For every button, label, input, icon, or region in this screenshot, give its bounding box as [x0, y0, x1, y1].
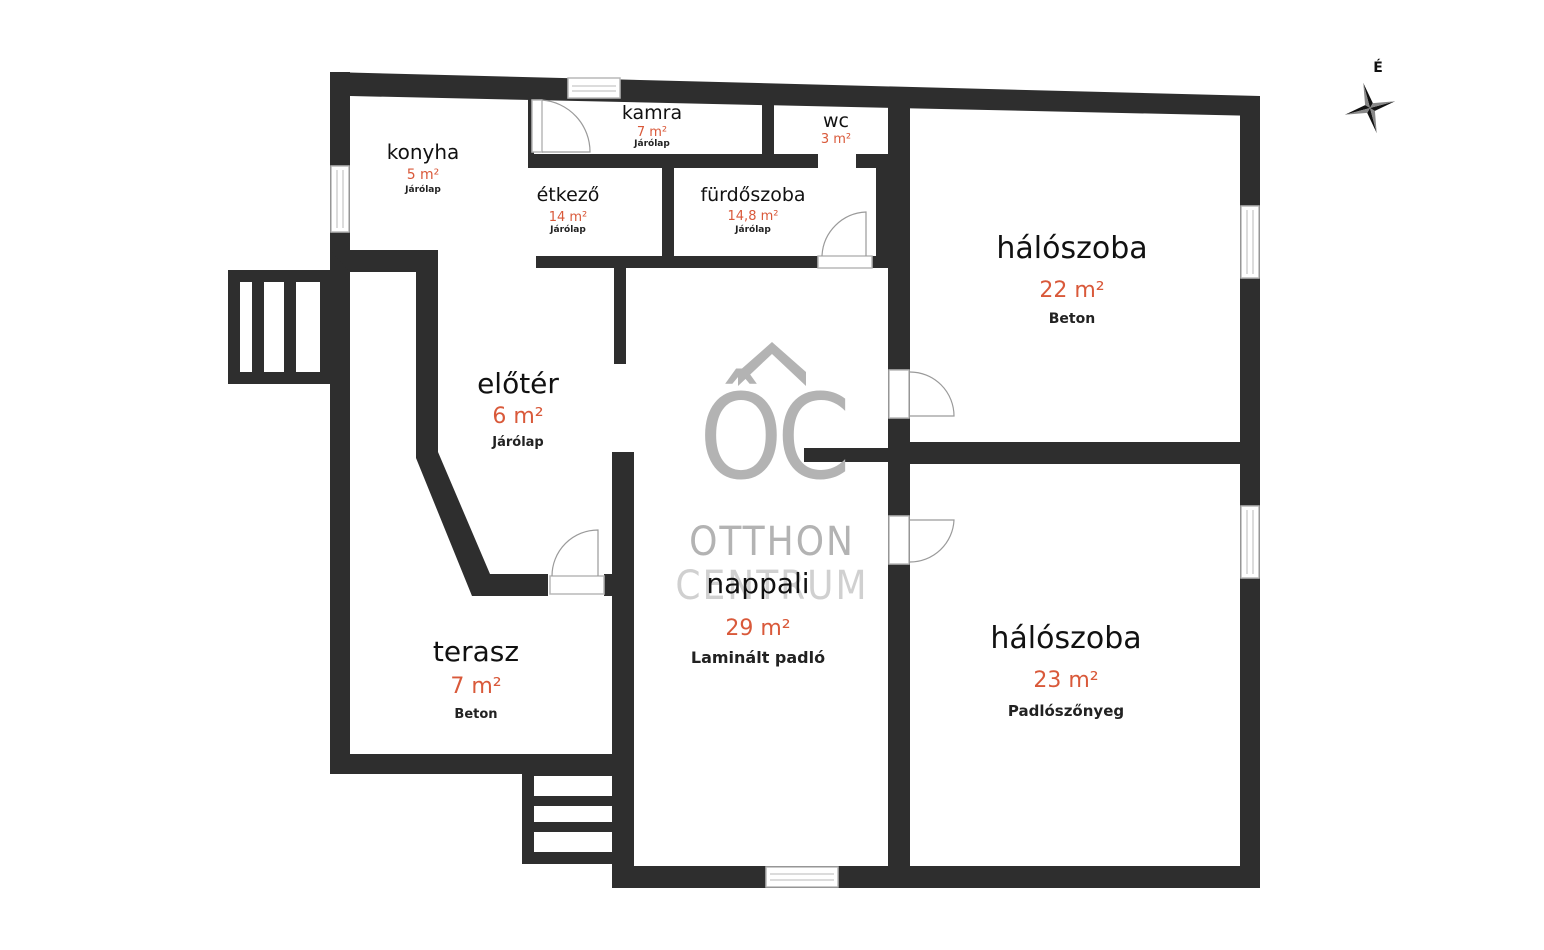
stairs-south: [522, 772, 614, 864]
room-name: kamra: [621, 102, 683, 124]
room-wc: wc 3 m²: [820, 110, 852, 147]
room-etkezo: étkező 14 m² Járólap: [537, 186, 600, 235]
room-eloter: előtér 6 m² Járólap: [477, 367, 559, 450]
room-name: hálószoba: [996, 231, 1148, 266]
room-name: konyha: [386, 140, 460, 164]
room-area: 14,8 m²: [727, 209, 779, 224]
room-furdoszoba: fürdőszoba 14,8 m² Járólap: [700, 186, 805, 235]
room-area: 7 m²: [636, 125, 668, 140]
watermark-roof-icon: [738, 342, 806, 386]
room-kamra: kamra 7 m² Járólap: [622, 104, 682, 149]
room-konyha: konyha 5 m² Járólap: [387, 142, 460, 195]
stairs-west: [228, 270, 332, 384]
room-area: 23 m²: [1033, 668, 1099, 693]
room-haloszoba-north: hálószoba 22 m² Beton: [996, 231, 1148, 327]
compass-rose-icon: [1344, 82, 1396, 134]
room-haloszoba-south: hálószoba 23 m² Padlószőnyeg: [990, 624, 1141, 719]
room-floor: Beton: [454, 707, 498, 722]
room-floor: Járólap: [634, 139, 670, 149]
room-area: 29 m²: [725, 616, 791, 641]
room-floor: Járólap: [735, 225, 771, 235]
room-floor: Padlószőnyeg: [1007, 702, 1125, 720]
room-name: wc: [823, 110, 849, 132]
room-area: 7 m²: [450, 674, 502, 699]
watermark-line2: CENTRUM: [675, 563, 869, 609]
room-floor: Beton: [1048, 311, 1096, 327]
room-floor: Laminált padló: [690, 648, 826, 667]
room-terasz: terasz 7 m² Beton: [432, 635, 520, 722]
compass-north-label: É: [1373, 60, 1383, 76]
doors: [531, 99, 955, 595]
watermark-logo: ÔC: [699, 368, 851, 506]
room-name: terasz: [432, 635, 520, 668]
room-name: hálószoba: [990, 621, 1142, 656]
room-floor: Járólap: [550, 225, 586, 235]
room-name: fürdőszoba: [700, 184, 806, 206]
room-area: 5 m²: [406, 167, 440, 183]
room-nappali: nappali 29 m² Laminált padló: [691, 570, 825, 666]
room-name: előtér: [477, 367, 559, 400]
room-floor: Járólap: [405, 185, 441, 195]
watermark-line1: OTTHON: [689, 519, 855, 565]
room-area: 6 m²: [492, 404, 544, 429]
walls: [330, 72, 1260, 888]
room-area: 22 m²: [1039, 278, 1105, 303]
room-name: étkező: [536, 184, 600, 206]
room-area: 14 m²: [548, 210, 588, 225]
room-area: 3 m²: [820, 132, 852, 147]
windows: [330, 77, 1260, 888]
room-floor: Járólap: [492, 435, 544, 450]
room-name: nappali: [706, 567, 810, 600]
